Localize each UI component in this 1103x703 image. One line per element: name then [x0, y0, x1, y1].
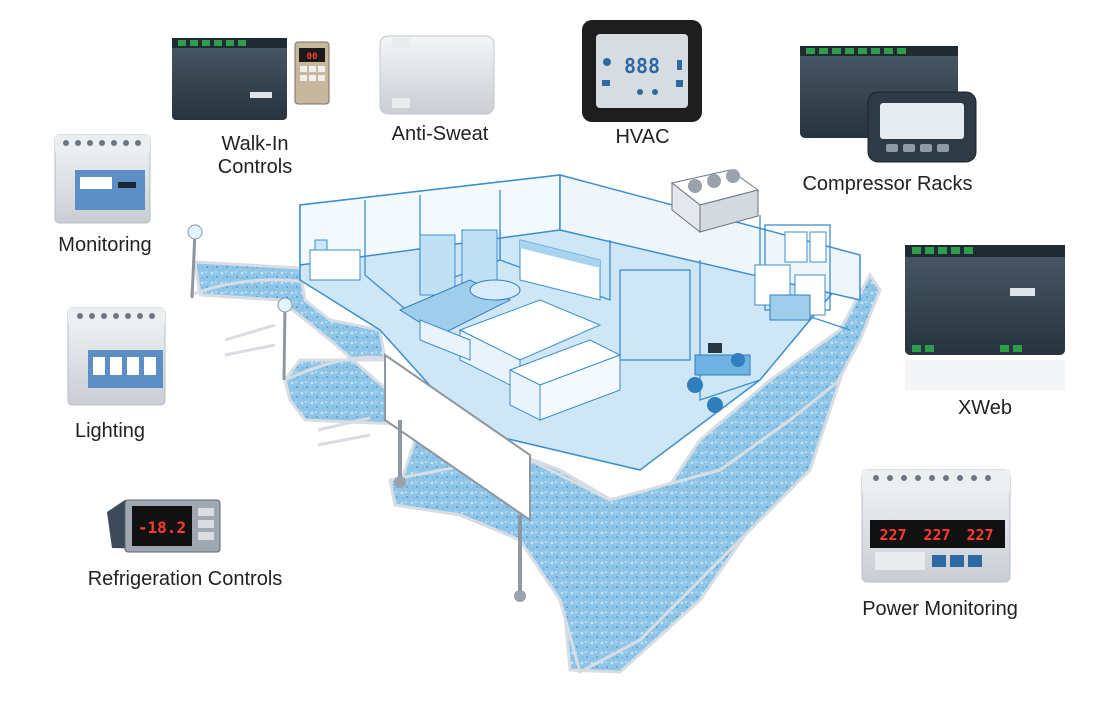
refrigeration-controls-label: Refrigeration Controls: [87, 568, 283, 590]
rooftop-condenser: [670, 169, 760, 234]
svg-text:227: 227: [966, 526, 993, 544]
walk-in-label-line1: Walk-In: [221, 133, 289, 155]
monitoring-module-icon: [54, 134, 151, 224]
anti-sweat-box-icon: [379, 35, 495, 115]
compressor-rack-controller-icon: [800, 46, 977, 163]
walk-in-controller-icon: 00: [172, 38, 330, 120]
lighting-label: Lighting: [74, 420, 146, 442]
refrigerated-cases: [398, 239, 622, 421]
svg-text:-18.2: -18.2: [138, 518, 186, 537]
xweb-label: XWeb: [957, 397, 1013, 419]
anti-sweat-label: Anti-Sweat: [391, 123, 489, 145]
svg-text:227: 227: [923, 526, 950, 544]
supermarket-cutaway: [187, 169, 882, 675]
store-sign: [384, 353, 531, 522]
svg-text:00: 00: [307, 52, 318, 62]
light-pole-shadows: [224, 323, 371, 447]
walkway-mid: [284, 355, 386, 382]
lighting-module-icon: [67, 307, 166, 406]
xweb-server-icon: [905, 245, 1065, 390]
power-monitoring-label: Power Monitoring: [862, 598, 1018, 620]
hvac-label: HVAC: [615, 126, 670, 148]
monitoring-label: Monitoring: [58, 234, 152, 256]
parking-light-poles: [187, 224, 293, 381]
power-meter-icon: 227 227 227: [861, 469, 1011, 583]
sign-post-base-right: [514, 590, 526, 602]
walk-in-controls-label: Walk-In Controls: [200, 133, 310, 179]
svg-text:888: 888: [624, 54, 660, 78]
sign-post-base-left: [394, 476, 406, 488]
compressor-racks-label: Compressor Racks: [802, 173, 973, 195]
parking-lot: [388, 375, 844, 675]
svg-text:227: 227: [879, 526, 906, 544]
walk-in-cooler-doors: [419, 229, 498, 296]
refrigeration-controller-icon: -18.2: [107, 499, 221, 553]
walk-in-label-line2: Controls: [217, 156, 293, 178]
back-kitchen: [309, 239, 361, 281]
office-area: [687, 343, 751, 413]
hvac-touch-panel-icon: 888: [582, 20, 702, 122]
machine-room-panels: [754, 231, 827, 321]
